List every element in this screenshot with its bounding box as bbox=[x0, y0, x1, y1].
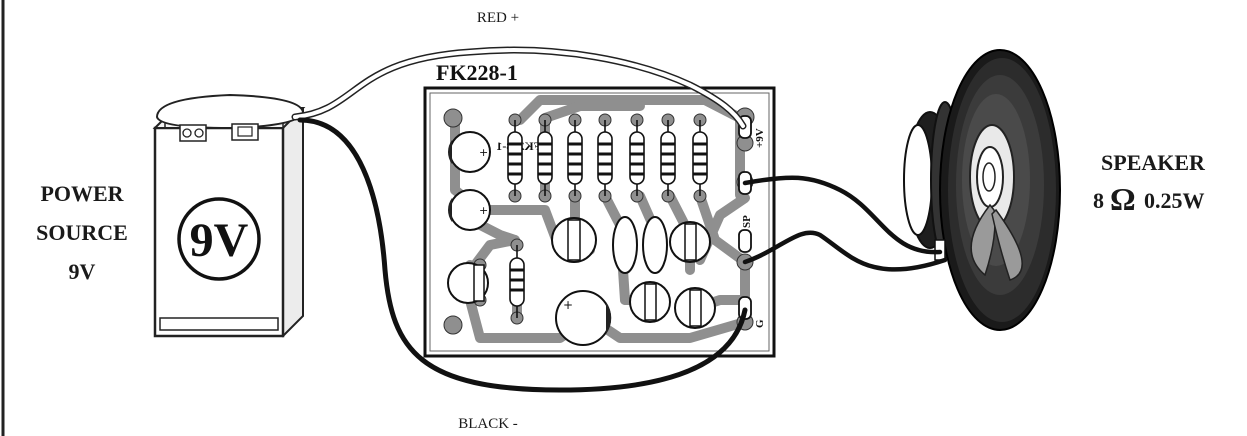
resistor bbox=[597, 120, 613, 196]
capacitor-middle: + bbox=[448, 189, 491, 231]
svg-text:+: + bbox=[479, 204, 488, 217]
ceramic-capacitor bbox=[612, 216, 638, 274]
capacitor-bottom: + bbox=[555, 290, 612, 346]
transistor-center-lower bbox=[629, 281, 671, 323]
power-caption-line1: POWER bbox=[40, 181, 124, 206]
resistor bbox=[509, 245, 525, 318]
battery-9v: 9V bbox=[152, 93, 306, 338]
red-wire-label: RED + bbox=[477, 10, 519, 26]
svg-text:+: + bbox=[563, 298, 573, 312]
speaker-caption-power: 0.25W bbox=[1144, 188, 1205, 213]
board-title: FK228-1 bbox=[436, 60, 518, 85]
power-caption-line3: 9V bbox=[69, 259, 96, 284]
speaker-caption-value: 8 bbox=[1093, 188, 1104, 213]
power-caption-line2: SOURCE bbox=[36, 220, 128, 245]
transistor-left bbox=[447, 262, 489, 304]
transistor-right-upper bbox=[669, 221, 711, 263]
speaker-caption-ohm: Ω bbox=[1110, 181, 1136, 217]
capacitor-top: + bbox=[448, 131, 491, 173]
resistor bbox=[660, 120, 676, 196]
wire-black-negative bbox=[297, 117, 748, 393]
black-wire-label: BLACK - bbox=[458, 416, 518, 432]
ceramic-capacitor bbox=[642, 216, 668, 274]
pcb-board: FK228-1 FK228-1 + + + bbox=[423, 60, 776, 358]
battery-face-label: 9V bbox=[190, 214, 249, 267]
pad-label-plus9v: +9V bbox=[754, 128, 766, 148]
power-source-caption: POWER SOURCE 9V bbox=[36, 181, 128, 284]
battery-label-circle bbox=[177, 197, 261, 281]
wire-speaker-2 bbox=[742, 230, 948, 272]
resistor-bank bbox=[507, 120, 708, 318]
transistor-center bbox=[551, 217, 597, 263]
wire-speaker-1 bbox=[742, 175, 943, 255]
resistor bbox=[692, 120, 708, 196]
speaker bbox=[903, 49, 1061, 331]
pad-label-sp: SP bbox=[741, 215, 753, 228]
wire-red-positive bbox=[291, 46, 747, 130]
speaker-caption-title: SPEAKER bbox=[1101, 150, 1206, 175]
resistor bbox=[507, 120, 523, 196]
speaker-caption: SPEAKER 8 Ω 0.25W bbox=[1093, 150, 1206, 217]
transistor-right-lower bbox=[674, 287, 716, 329]
svg-text:+: + bbox=[479, 146, 488, 159]
pad-label-g: G bbox=[754, 319, 766, 328]
resistor bbox=[567, 120, 583, 196]
resistor bbox=[629, 120, 645, 196]
resistor bbox=[537, 120, 553, 196]
